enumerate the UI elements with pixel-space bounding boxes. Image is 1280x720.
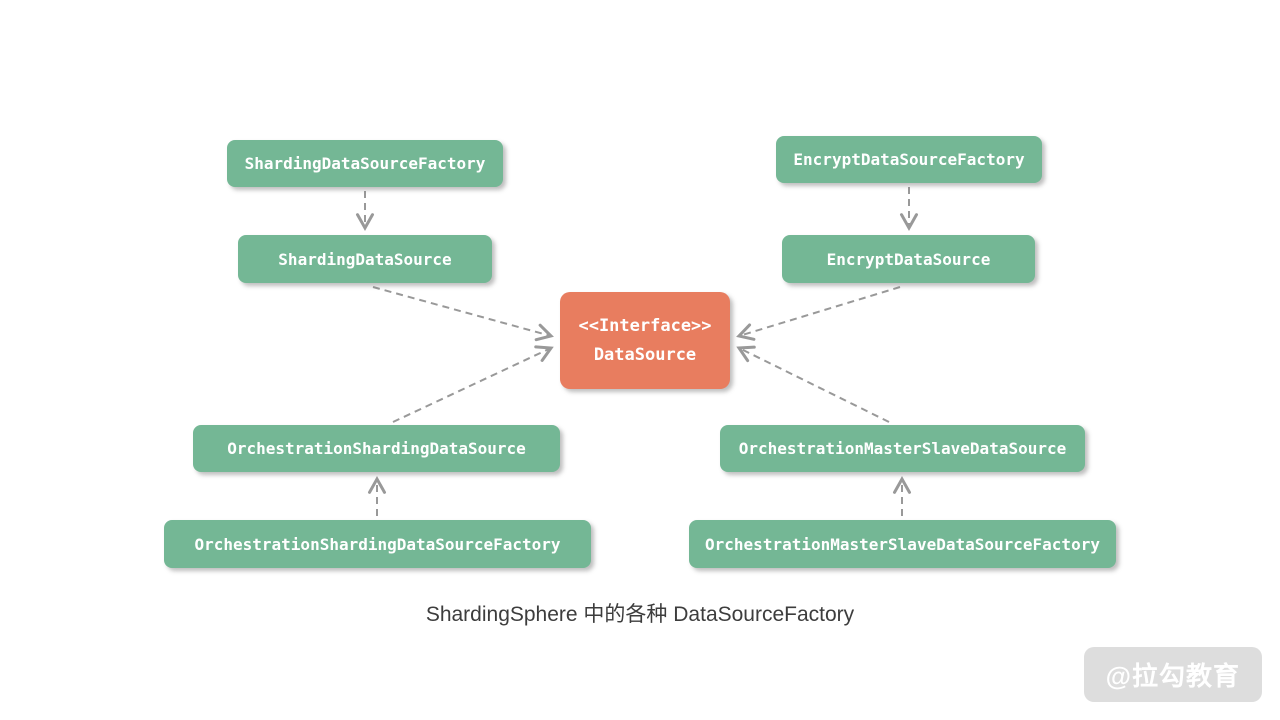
node-encrypt-datasource: EncryptDataSource — [782, 235, 1035, 283]
node-label: OrchestrationShardingDataSourceFactory — [194, 534, 561, 554]
node-label: EncryptDataSource — [826, 249, 991, 269]
node-label: OrchestrationMasterSlaveDataSource — [738, 439, 1067, 458]
node-label: OrchestrationShardingDataSource — [227, 439, 526, 458]
node-label: EncryptDataSourceFactory — [793, 150, 1025, 169]
node-label: OrchestrationMasterSlaveDataSourceFactor… — [705, 534, 1100, 554]
watermark-badge: @拉勾教育 — [1083, 647, 1262, 702]
node-orchestration-sharding-datasource-factory: OrchestrationShardingDataSourceFactory — [164, 520, 591, 568]
node-label: ShardingDataSourceFactory — [244, 154, 486, 173]
node-orchestration-sharding-datasource: OrchestrationShardingDataSource — [193, 425, 560, 472]
node-label: DataSource — [593, 344, 697, 365]
arrow-encrypt-ds-to-interface — [736, 286, 901, 341]
node-label: ShardingDataSource — [278, 249, 452, 269]
node-datasource-interface: <<Interface>> DataSource — [560, 292, 730, 389]
node-orchestration-masterslave-datasource-factory: OrchestrationMasterSlaveDataSourceFactor… — [689, 520, 1116, 568]
node-orchestration-masterslave-datasource: OrchestrationMasterSlaveDataSource — [720, 425, 1085, 472]
node-encrypt-datasource-factory: EncryptDataSourceFactory — [776, 136, 1042, 183]
diagram-caption: ShardingSphere 中的各种 DataSourceFactory — [425, 603, 855, 626]
interface-stereotype: <<Interface>> — [578, 316, 712, 337]
node-sharding-datasource-factory: ShardingDataSourceFactory — [227, 140, 503, 187]
arrow-orch-ms-ds-to-interface — [736, 345, 890, 423]
arrow-orch-sharding-ds-to-interface — [392, 345, 554, 423]
node-sharding-datasource: ShardingDataSource — [238, 235, 492, 283]
arrow-sharding-ds-to-interface — [372, 286, 554, 342]
